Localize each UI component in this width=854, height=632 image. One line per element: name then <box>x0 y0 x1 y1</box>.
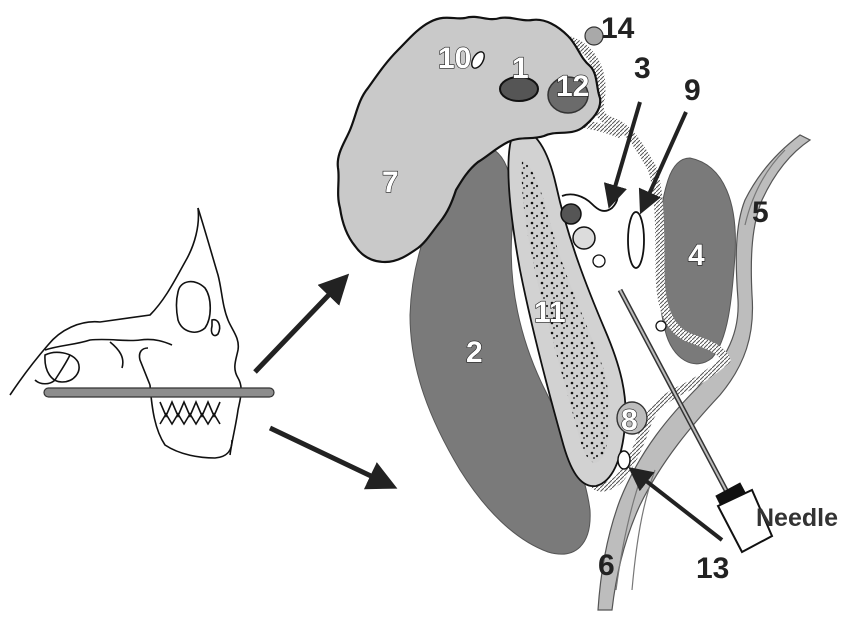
pointer-arrow-upper <box>255 278 345 372</box>
arrow-13 <box>632 470 722 540</box>
label-11: 11 <box>534 296 566 329</box>
label-8: 8 <box>621 404 638 437</box>
skull-sketch <box>10 208 241 458</box>
label-14: 14 <box>601 12 635 45</box>
label-2: 2 <box>466 336 483 369</box>
arrow-3 <box>610 102 640 204</box>
label-13: 13 <box>696 552 729 585</box>
label-10: 10 <box>438 42 471 75</box>
skull-nasal <box>211 320 219 336</box>
label-7: 7 <box>382 166 399 199</box>
label-9: 9 <box>684 74 701 107</box>
structure-9-vessel <box>628 212 644 268</box>
label-5: 5 <box>752 196 769 229</box>
label-12: 12 <box>556 70 589 103</box>
label-3: 3 <box>634 52 651 85</box>
structure-13-vessel <box>618 451 630 469</box>
small-node <box>656 321 666 331</box>
skull-cranium-outline <box>10 208 198 395</box>
cross-section-plane-bar <box>44 388 274 397</box>
vessel-cluster-a <box>561 204 581 224</box>
vessel-cluster-c <box>593 255 605 267</box>
skull-zygoma <box>35 339 172 383</box>
skull-teeth <box>160 402 220 424</box>
skull-orbit <box>177 282 211 333</box>
skull-condyle <box>45 352 79 382</box>
vessel-cluster-b <box>573 227 595 249</box>
pointer-arrow-lower <box>270 428 392 486</box>
label-6: 6 <box>598 549 615 582</box>
label-needle: Needle <box>756 504 838 532</box>
label-4: 4 <box>688 239 705 272</box>
skull-mandible <box>139 348 232 458</box>
label-1: 1 <box>512 52 529 85</box>
